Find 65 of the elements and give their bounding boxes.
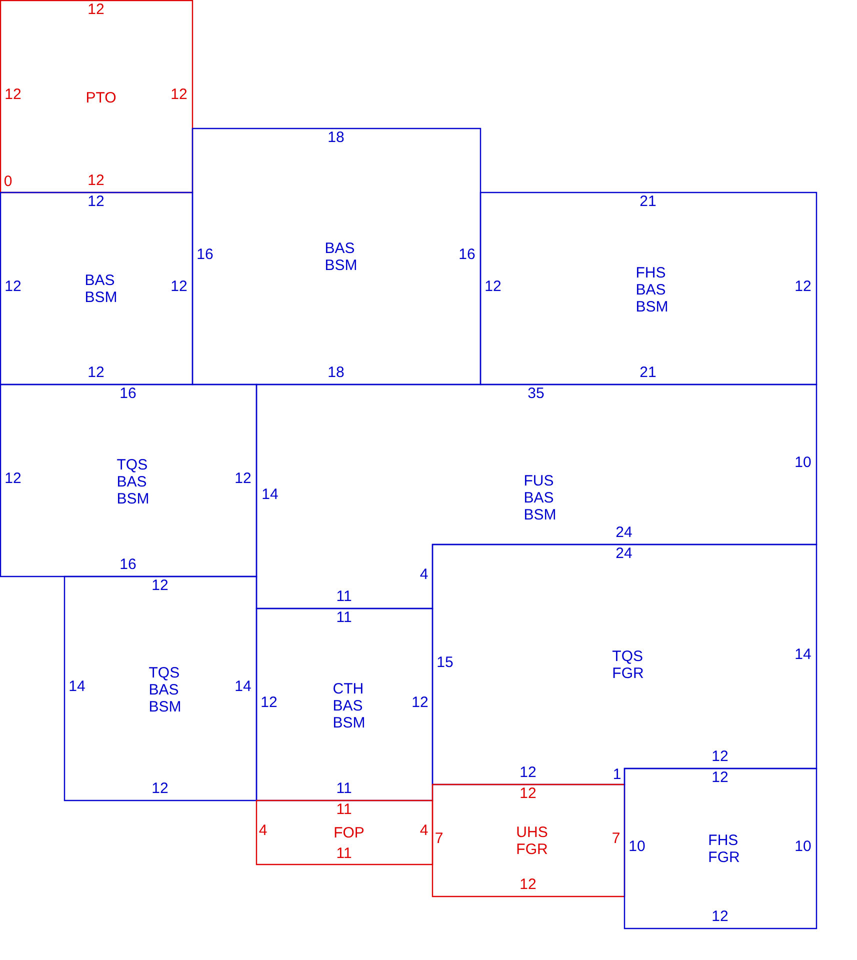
dimension-label: 14 xyxy=(234,679,252,695)
room-code: CTH BAS BSM xyxy=(332,680,366,732)
dimension-label: 10 xyxy=(794,455,812,471)
dimension-label: 24 xyxy=(616,525,632,541)
dimension-label: 18 xyxy=(328,365,344,381)
dimension-label: 12 xyxy=(260,695,278,711)
dimension-label: 12 xyxy=(170,279,188,295)
dimension-label: 12 xyxy=(794,279,812,295)
dimension-label: 15 xyxy=(436,655,454,671)
dimension-label: 16 xyxy=(458,247,476,263)
dimension-label: 14 xyxy=(68,679,86,695)
room-code: FHS FGR xyxy=(708,832,740,866)
room-code: FHS BAS BSM xyxy=(636,264,668,316)
dimension-label: 24 xyxy=(616,546,632,562)
dimension-label: 7 xyxy=(612,831,620,847)
dimension-label: 11 xyxy=(336,589,352,605)
room-code: UHS FGR xyxy=(516,824,548,858)
room-code: TQS FGR xyxy=(612,648,644,682)
dimension-label: 21 xyxy=(640,365,656,381)
dimension-label: 16 xyxy=(196,247,214,263)
dimension-label: 11 xyxy=(336,781,352,797)
room-code: FOP xyxy=(334,824,364,842)
dimension-label: 11 xyxy=(336,610,352,626)
dimension-label: 12 xyxy=(520,877,536,893)
dimension-label: 16 xyxy=(120,557,136,573)
dimension-label: 11 xyxy=(336,846,352,862)
room-code: PTO xyxy=(86,90,116,106)
dimension-label: 12 xyxy=(712,770,728,786)
dimension-label: 10 xyxy=(794,839,812,855)
dimension-label: 4 xyxy=(258,823,268,839)
dimension-label: 12 xyxy=(412,695,428,711)
dimension-label: 12 xyxy=(88,194,104,210)
dimension-label: 4 xyxy=(420,823,428,839)
dimension-label: 12 xyxy=(88,173,104,189)
dimension-label: 12 xyxy=(152,578,168,594)
room-code: TQS BAS BSM xyxy=(148,664,182,716)
dimension-label: 35 xyxy=(528,386,544,402)
room-code: TQS BAS BSM xyxy=(116,456,150,508)
dimension-label: 16 xyxy=(120,386,136,402)
dimension-label: 14 xyxy=(794,647,812,663)
dimension-label: 1 xyxy=(612,767,622,783)
dimension-label: 4 xyxy=(420,567,428,583)
dimension-label: 12 xyxy=(712,749,728,765)
dimension-label: 11 xyxy=(336,802,352,818)
dimension-label: 12 xyxy=(484,279,502,295)
dimension-label: 21 xyxy=(640,194,656,210)
dimension-label: 12 xyxy=(88,365,104,381)
dimension-label: 12 xyxy=(4,279,22,295)
dimension-label: 12 xyxy=(234,471,252,487)
dimension-label: 12 xyxy=(152,781,168,797)
dimension-label: 12 xyxy=(88,2,104,18)
room-code: BAS BSM xyxy=(324,240,358,274)
room-code: FUS BAS BSM xyxy=(524,472,556,524)
room-code: BAS BSM xyxy=(84,272,118,306)
dimension-label: 12 xyxy=(520,786,536,802)
dimension-label: 12 xyxy=(712,909,728,925)
dimension-label: 18 xyxy=(328,130,344,146)
dimension-label: 12 xyxy=(4,471,22,487)
dimension-label: 0 xyxy=(4,174,12,190)
dimension-label: 12 xyxy=(4,87,22,103)
dimension-label: 12 xyxy=(170,87,188,103)
dimension-label: 14 xyxy=(262,487,278,503)
dimension-label: 12 xyxy=(520,765,536,781)
dimension-label: 7 xyxy=(434,831,444,847)
dimension-label: 10 xyxy=(628,839,646,855)
